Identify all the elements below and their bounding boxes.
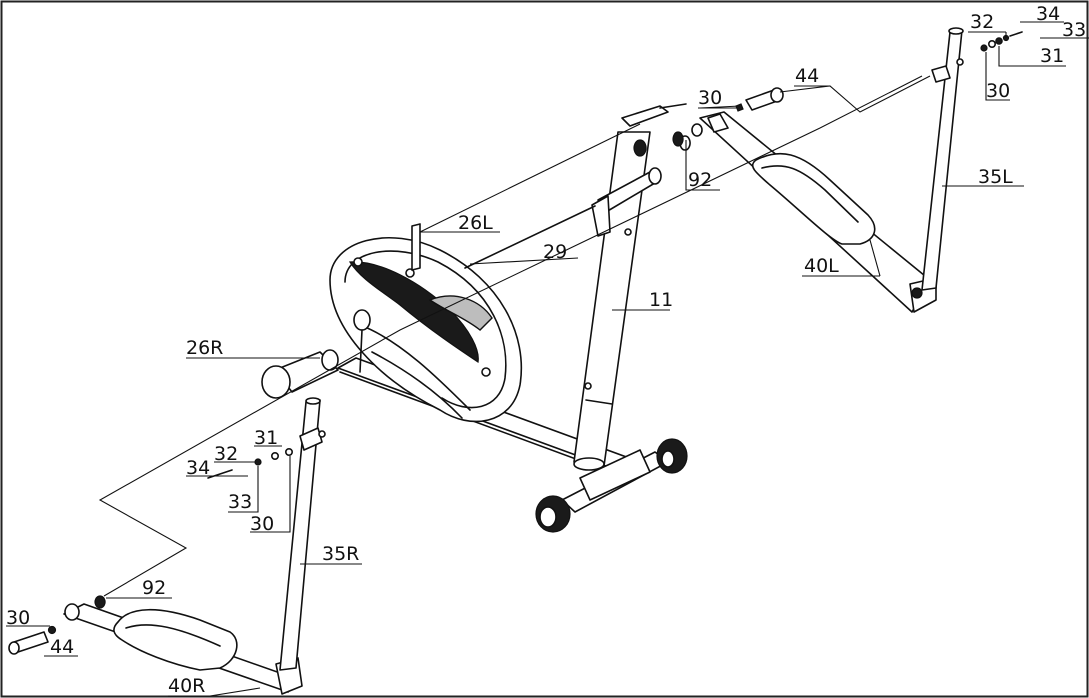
hardware-left (207, 447, 293, 479)
label-40L: 40L (804, 255, 839, 277)
pedal-arm-40L (691, 111, 937, 313)
label-32-left: 32 (214, 443, 238, 465)
pin-44-top (672, 87, 784, 151)
label-32-top-right: 32 (970, 11, 994, 33)
label-30-top: 30 (698, 87, 722, 109)
pin-44-bottom (8, 625, 57, 655)
pedal-arm-40R (63, 595, 303, 695)
handle-35R (279, 397, 326, 671)
label-29: 29 (543, 241, 567, 263)
label-26R: 26R (186, 337, 223, 359)
leader-lines (6, 21, 1089, 697)
label-26L: 26L (458, 212, 493, 234)
label-34-left: 34 (186, 457, 210, 479)
rear-stabilizer (535, 438, 688, 533)
label-31-left: 31 (254, 427, 278, 449)
label-40R: 40R (168, 675, 205, 697)
label-44-top: 44 (795, 65, 819, 87)
label-44-bottom-left: 44 (50, 636, 74, 658)
label-11: 11 (649, 289, 673, 311)
label-33-left: 33 (228, 491, 252, 513)
label-30-bottom-left: 30 (6, 607, 30, 629)
label-31-top-right: 31 (1040, 45, 1064, 67)
label-35R: 35R (322, 543, 359, 565)
knob-26R (261, 349, 339, 399)
label-30-top-right: 30 (986, 80, 1010, 102)
handle-35L (921, 27, 964, 291)
main-post-11 (573, 103, 687, 471)
flywheel-housing (329, 237, 523, 423)
label-92-top: 92 (688, 169, 712, 191)
label-34-top-right: 34 (1036, 3, 1060, 25)
hardware-top-right (980, 31, 1023, 52)
part-labels: 44 30 92 26L 29 11 26R 35L 40L 32 34 33 … (6, 3, 1086, 697)
crank-26L (411, 223, 421, 271)
label-33-top-right: 33 (1062, 19, 1086, 41)
label-92-bottom-left: 92 (142, 577, 166, 599)
label-30-left: 30 (250, 513, 274, 535)
axle-29 (464, 205, 596, 269)
label-35L: 35L (978, 166, 1013, 188)
